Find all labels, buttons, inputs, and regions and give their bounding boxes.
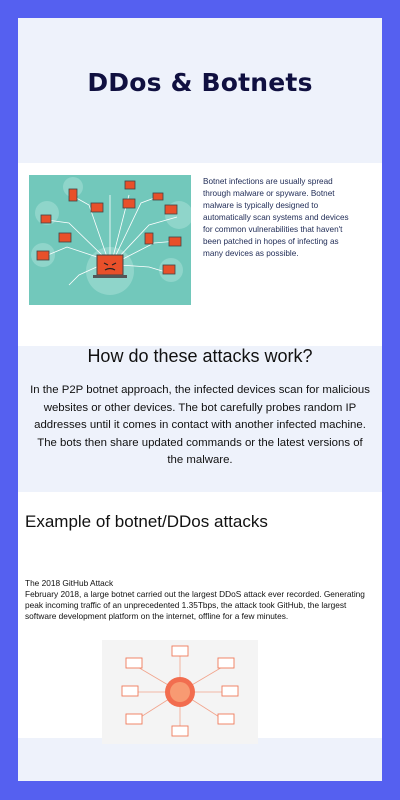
how-heading: How do these attacks work? [87, 346, 313, 366]
example-description: The 2018 GitHub Attack February 2018, a … [25, 578, 375, 622]
ddos-network-diagram-icon [102, 640, 258, 744]
intro-text: Botnet infections are usually spread thr… [203, 177, 349, 258]
how-text: In the P2P botnet approach, the infected… [30, 384, 370, 466]
example-text: February 2018, a large botnet carried ou… [25, 589, 368, 621]
example-subtitle: The 2018 GitHub Attack [25, 578, 114, 588]
page-card: DDos & Botnets [18, 18, 382, 781]
botnet-illustration-icon [29, 175, 191, 305]
example-heading: Example of botnet/DDos attacks [25, 512, 268, 531]
page-title: DDos & Botnets [87, 68, 313, 97]
intro-section: Botnet infections are usually spread thr… [18, 163, 382, 346]
example-section: Example of botnet/DDos attacks The 2018 … [18, 492, 382, 744]
